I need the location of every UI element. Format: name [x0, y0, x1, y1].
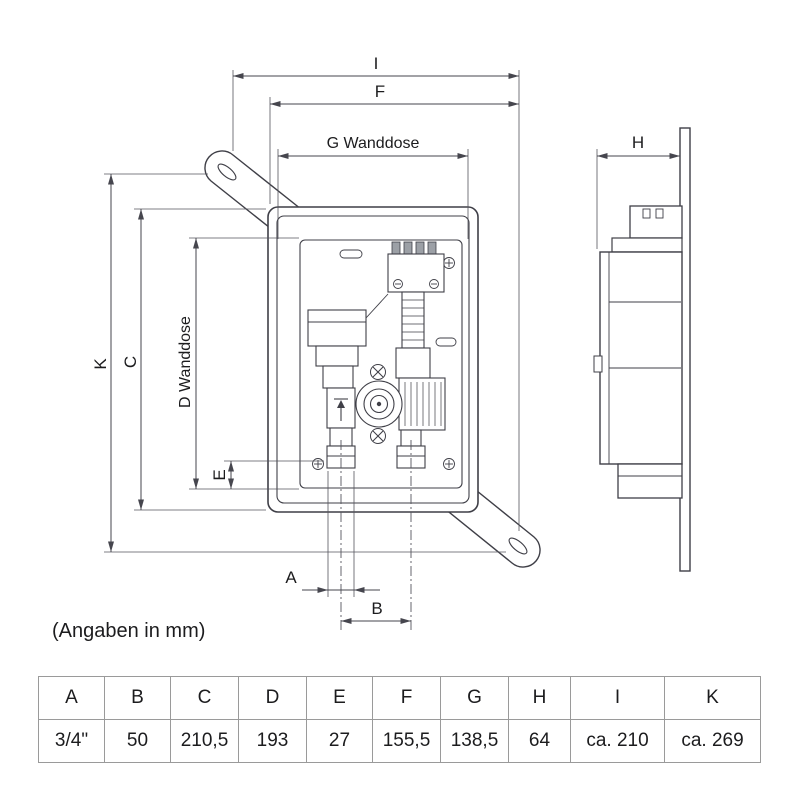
- right-valve: [398, 377, 446, 431]
- table-header-row: A B C D E F G H I K: [38, 676, 761, 720]
- table-header: H: [508, 676, 571, 720]
- dimension-b: B: [341, 599, 411, 624]
- box-inner-frame: [276, 215, 470, 504]
- corner-screws: [312, 257, 455, 470]
- table-header: E: [306, 676, 373, 720]
- plate-slot-right: [435, 337, 457, 347]
- table-header: I: [570, 676, 665, 720]
- table-value-row: 3/4" 50 210,5 193 27 155,5 138,5 64 ca. …: [38, 719, 761, 763]
- table-header: D: [238, 676, 307, 720]
- dimension-f: F: [270, 82, 519, 107]
- table-header: K: [664, 676, 761, 720]
- table-header: C: [170, 676, 239, 720]
- dimension-i: I: [233, 54, 519, 79]
- pipe-connections: [326, 427, 426, 469]
- table-cell: 64: [508, 719, 571, 763]
- table-cell: 27: [306, 719, 373, 763]
- side-view: [593, 127, 691, 572]
- table-cell: ca. 269: [664, 719, 761, 763]
- dimension-b-label: B: [371, 599, 382, 618]
- table-cell: 155,5: [372, 719, 441, 763]
- side-neck: [611, 237, 683, 253]
- central-valve: [355, 380, 403, 428]
- side-body: [599, 251, 683, 465]
- plate-slot-top: [339, 249, 363, 259]
- dimension-h-label: H: [632, 133, 644, 152]
- dimensions: I F G Wanddose H K C D Wanddose E: [91, 54, 680, 624]
- dimension-a: A: [285, 568, 380, 593]
- dimension-d: D Wanddose: [177, 238, 199, 489]
- dimension-f-label: F: [375, 82, 385, 101]
- units-note: (Angaben in mm): [52, 620, 205, 642]
- dimension-h: H: [597, 133, 680, 159]
- dimension-d-label: D Wanddose: [177, 316, 194, 408]
- table-header: F: [372, 676, 441, 720]
- flow-fitting: [326, 387, 356, 429]
- dimension-drawing: I F G Wanddose H K C D Wanddose E: [52, 54, 691, 642]
- dimension-k: K: [91, 174, 114, 552]
- dimension-c-label: C: [121, 356, 140, 368]
- table-cell: 138,5: [440, 719, 509, 763]
- terminal-block: [387, 241, 445, 293]
- strap-slot-bottom-right: [508, 537, 528, 555]
- table-cell: 3/4": [38, 719, 105, 763]
- table-cell: 193: [238, 719, 307, 763]
- dimension-g: G Wanddose: [278, 135, 468, 159]
- flow-arrow-icon: [337, 400, 345, 408]
- dimension-k-label: K: [91, 358, 110, 370]
- table-header: G: [440, 676, 509, 720]
- strap-slot-top-left: [217, 163, 237, 181]
- centerlines: [340, 440, 412, 632]
- front-view: [267, 206, 479, 513]
- table-header: A: [38, 676, 105, 720]
- mounting-plate: [299, 239, 463, 489]
- side-foot: [617, 463, 683, 499]
- dimension-i-label: I: [374, 54, 379, 73]
- table-cell: ca. 210: [570, 719, 665, 763]
- dimension-e: E: [210, 461, 234, 489]
- junction-block: [307, 309, 367, 389]
- extension-lines: [104, 70, 598, 597]
- table-header: B: [104, 676, 171, 720]
- dimensions-table: A B C D E F G H I K 3/4" 50 210,5 193 27…: [38, 676, 761, 763]
- table-cell: 50: [104, 719, 171, 763]
- dimension-c: C: [121, 209, 144, 510]
- table-cell: 210,5: [170, 719, 239, 763]
- dimension-g-label: G Wanddose: [327, 135, 420, 152]
- dimension-e-label: E: [210, 469, 229, 480]
- dimension-a-label: A: [285, 568, 297, 587]
- valve-screws: [370, 364, 386, 444]
- actuator-stem: [395, 291, 431, 379]
- side-notch: [593, 355, 603, 373]
- wire: [365, 293, 389, 319]
